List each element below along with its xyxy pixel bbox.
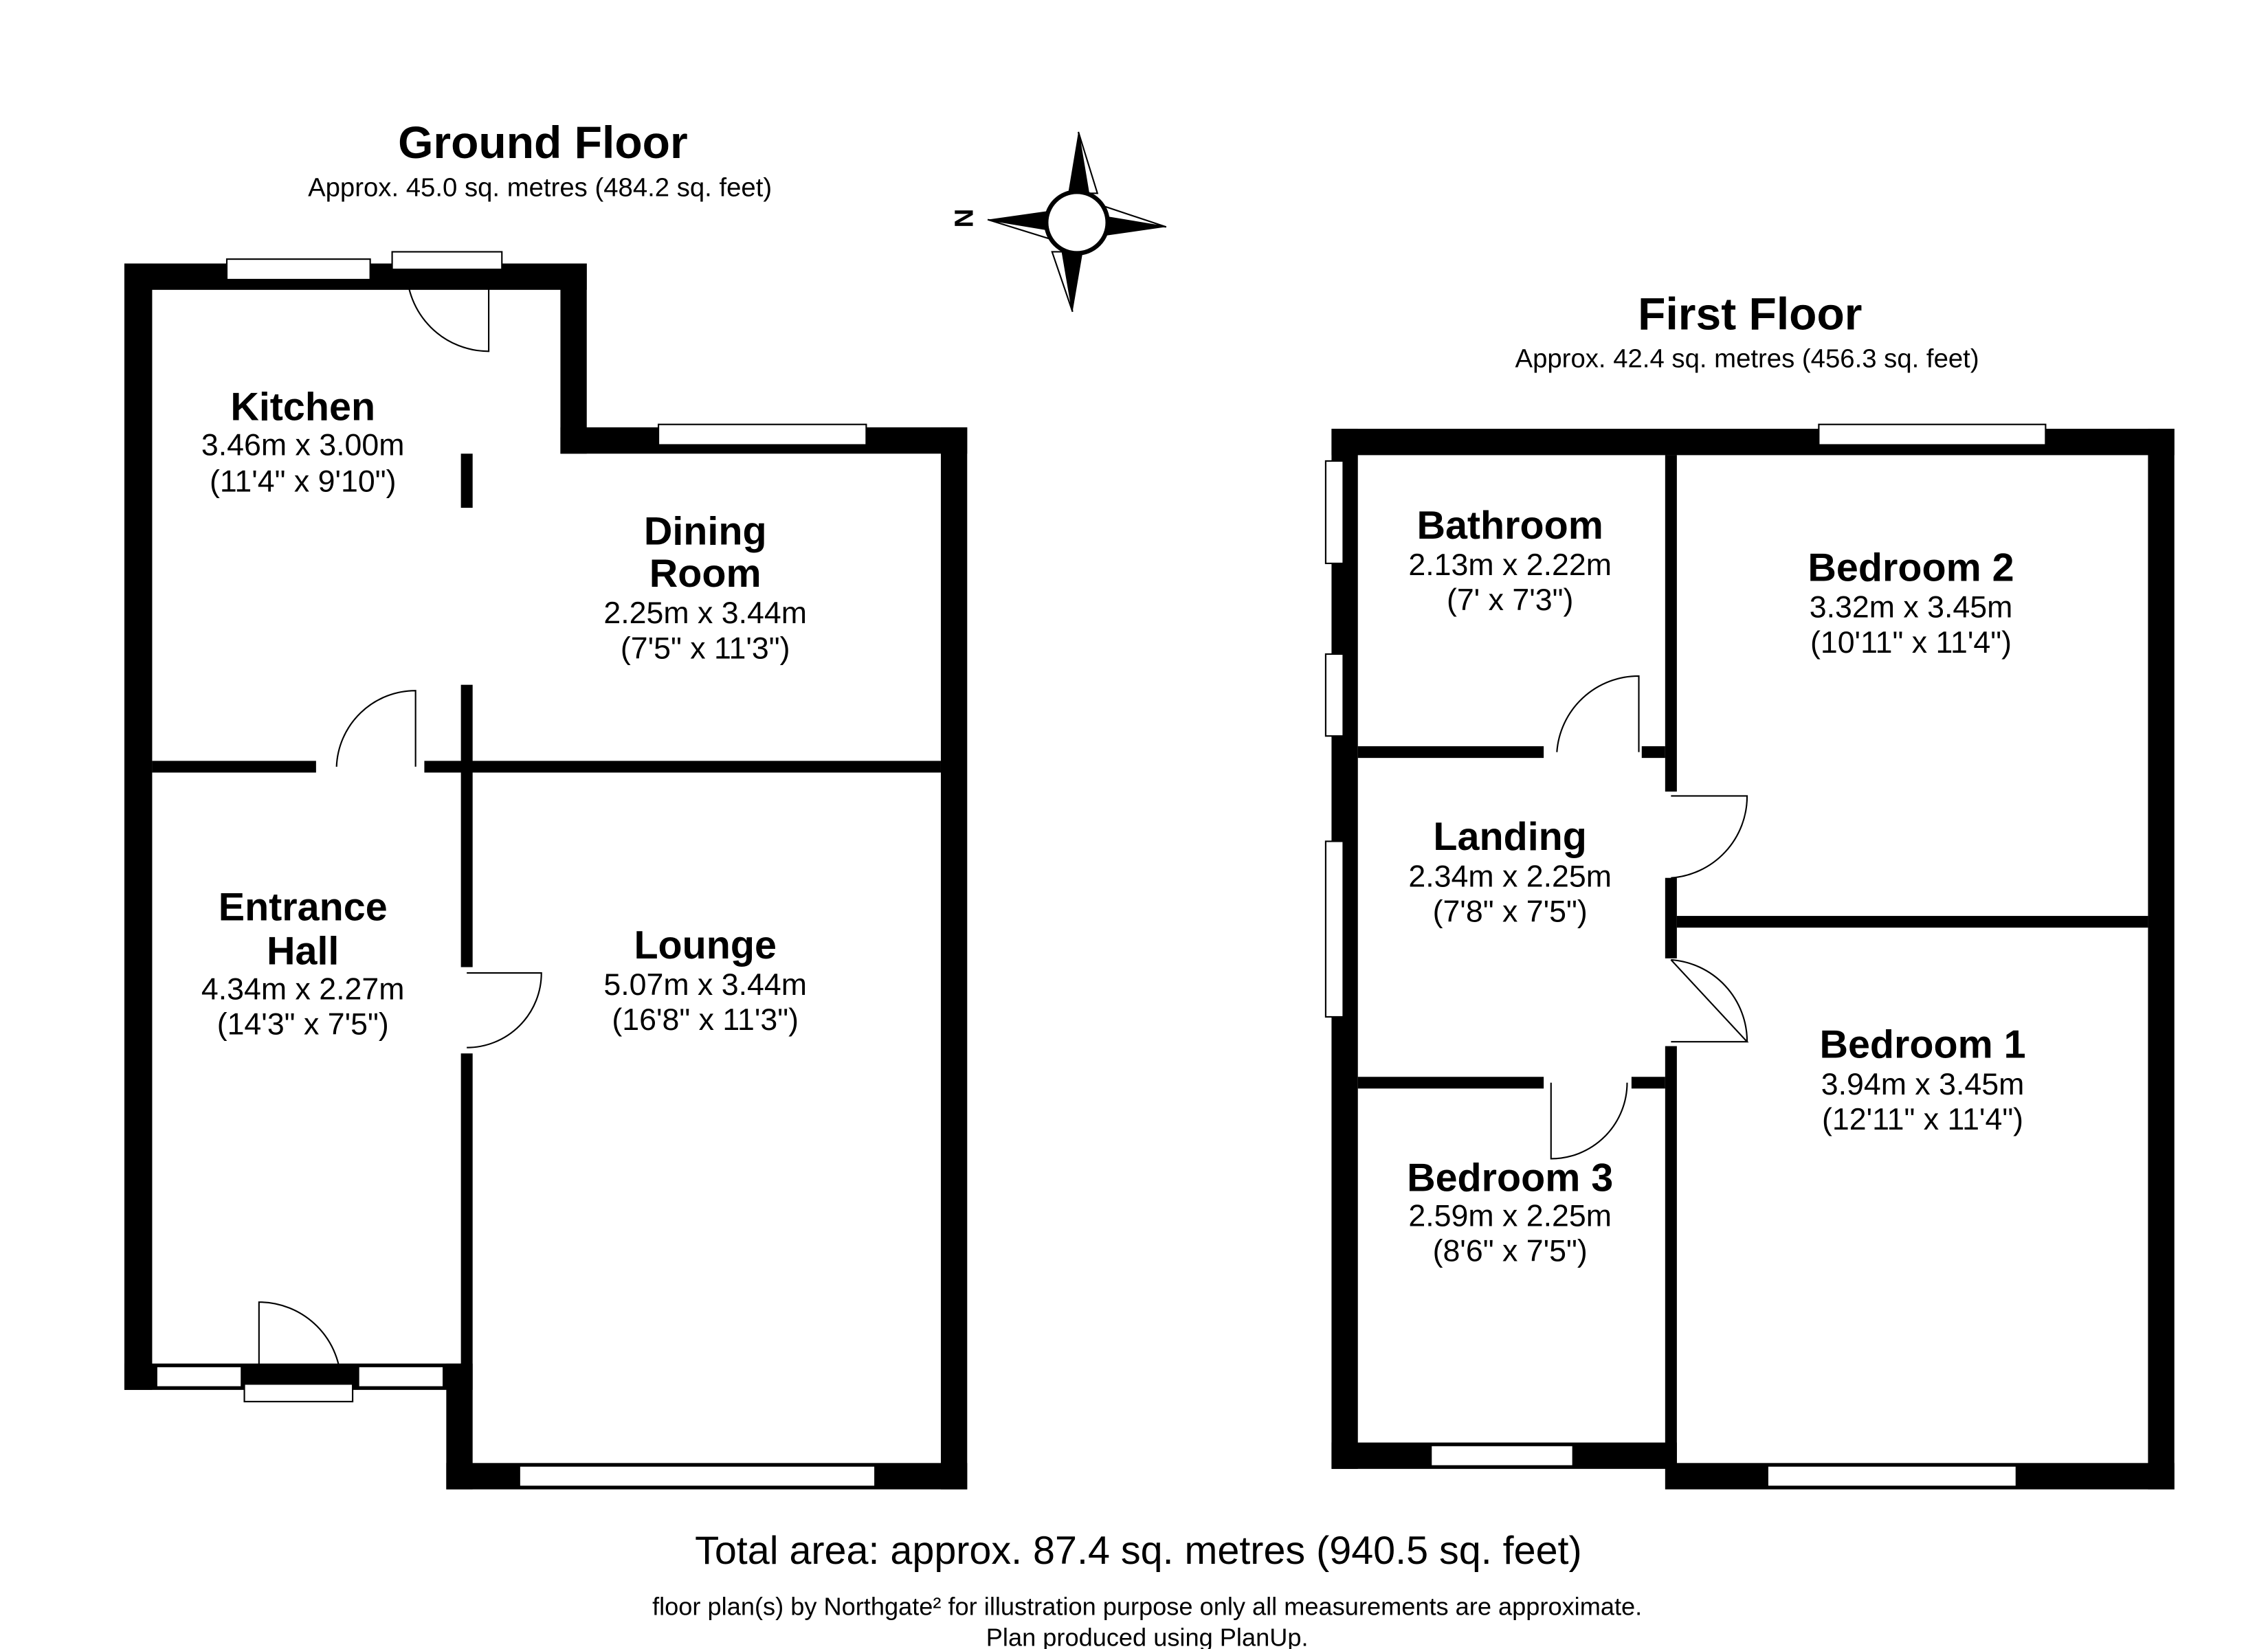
- first-floor-doors: [1550, 675, 1749, 1160]
- room-label: Bathroom: [1416, 504, 1603, 548]
- room-kitchen: Kitchen 3.46m x 3.00m (11'4" x 9'10"): [201, 385, 405, 498]
- room-label: Dining: [644, 509, 767, 553]
- room-label: Bedroom 1: [1819, 1023, 2025, 1067]
- room-entrance-hall: Entrance Hall 4.34m x 2.27m (14'3" x 7'5…: [201, 885, 405, 1041]
- room-label: (7'8" x 7'5"): [1433, 895, 1588, 929]
- room-label: (10'11" x 11'4"): [1810, 626, 2012, 660]
- room-label: 2.25m x 3.44m: [603, 596, 807, 630]
- room-bedroom-2: Bedroom 2 3.32m x 3.45m (10'11" x 11'4"): [1808, 546, 2014, 660]
- room-label: 2.59m x 2.25m: [1408, 1199, 1612, 1233]
- room-label: Bedroom 2: [1808, 546, 2014, 590]
- room-label: (16'8" x 11'3"): [612, 1003, 799, 1037]
- room-label: 2.13m x 2.22m: [1408, 548, 1612, 582]
- room-label: Lounge: [634, 923, 776, 967]
- compass-rose-icon: N: [949, 131, 1167, 313]
- credit: Plan produced using PlanUp.: [986, 1623, 1309, 1649]
- disclaimer: floor plan(s) by Northgate² for illustra…: [652, 1593, 1642, 1621]
- room-label: (8'6" x 7'5"): [1433, 1235, 1588, 1268]
- first-floor-area: Approx. 42.4 sq. metres (456.3 sq. feet): [1515, 344, 1979, 374]
- north-label: N: [949, 209, 979, 228]
- room-label: Room: [649, 552, 761, 596]
- room-label: 3.32m x 3.45m: [1810, 591, 2013, 625]
- ground-floor-area: Approx. 45.0 sq. metres (484.2 sq. feet): [308, 173, 772, 203]
- room-label: Entrance: [219, 885, 388, 929]
- first-floor-title: First Floor: [1638, 288, 1862, 339]
- room-dining-room: Dining Room 2.25m x 3.44m (7'5" x 11'3"): [603, 509, 807, 665]
- room-label: 5.07m x 3.44m: [603, 968, 807, 1002]
- room-label: Landing: [1433, 815, 1586, 859]
- room-label: 4.34m x 2.27m: [201, 972, 405, 1006]
- room-label: Hall: [267, 929, 339, 973]
- room-label: (7'5" x 11'3"): [621, 631, 790, 665]
- ground-floor-windows: [155, 251, 876, 1488]
- room-label: Kitchen: [230, 385, 375, 429]
- room-label: Bedroom 3: [1407, 1156, 1613, 1200]
- room-label: (14'3" x 7'5"): [217, 1008, 389, 1042]
- ground-floor-title: Ground Floor: [398, 117, 688, 168]
- room-label: (12'11" x 11'4"): [1822, 1103, 2023, 1136]
- ground-floor-doors: [258, 269, 542, 1384]
- room-bathroom: Bathroom 2.13m x 2.22m (7' x 7'3"): [1408, 504, 1612, 617]
- room-label: 3.94m x 3.45m: [1821, 1068, 2025, 1101]
- room-label: 3.46m x 3.00m: [201, 428, 405, 462]
- room-bedroom-3: Bedroom 3 2.59m x 2.25m (8'6" x 7'5"): [1407, 1156, 1613, 1268]
- total-area: Total area: approx. 87.4 sq. metres (940…: [695, 1529, 1582, 1573]
- room-label: 2.34m x 2.25m: [1408, 860, 1612, 893]
- room-bedroom-1: Bedroom 1 3.94m x 3.45m (12'11" x 11'4"): [1819, 1023, 2025, 1136]
- room-label: (11'4" x 9'10"): [210, 465, 397, 499]
- first-floor-windows: [1324, 423, 2047, 1488]
- room-lounge: Lounge 5.07m x 3.44m (16'8" x 11'3"): [603, 923, 807, 1037]
- room-landing: Landing 2.34m x 2.25m (7'8" x 7'5"): [1408, 815, 1612, 928]
- room-label: (7' x 7'3"): [1447, 583, 1573, 617]
